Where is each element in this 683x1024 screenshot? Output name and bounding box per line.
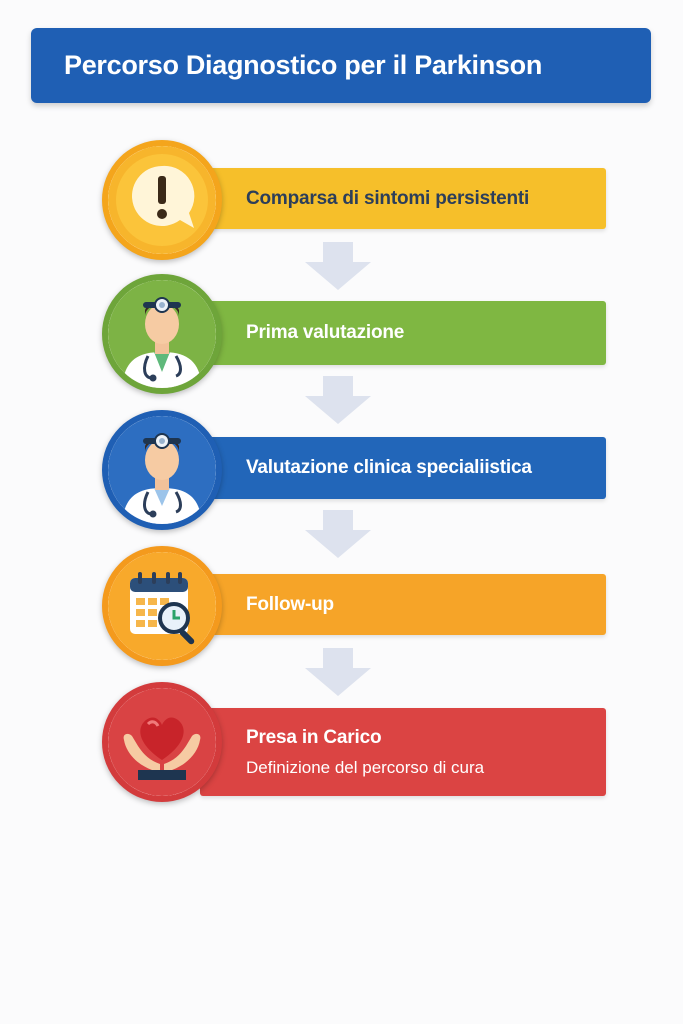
arrow-down-icon	[305, 242, 371, 290]
step-label: Valutazione clinica specialiistica	[246, 457, 532, 478]
specialist-doctor-icon	[108, 416, 216, 524]
step-circle	[102, 682, 222, 802]
step-label: Presa in Carico	[246, 726, 382, 748]
arrow-down-icon	[305, 648, 371, 696]
heart-hands-icon	[108, 688, 216, 796]
step-bar: Comparsa di sintomi persistenti	[200, 168, 606, 229]
step-label: Follow-up	[246, 593, 334, 615]
step-circle	[102, 546, 222, 666]
step-circle	[102, 140, 222, 260]
step-circle	[102, 410, 222, 530]
step-label: Prima valutazione	[246, 322, 405, 343]
step-bar: Valutazione clinica specialiistica	[200, 437, 606, 499]
step-circle	[102, 274, 222, 394]
step-bar: Presa in Carico Definizione del percorso…	[200, 708, 606, 796]
doctor-icon	[108, 280, 216, 388]
step-bar: Follow-up	[200, 574, 606, 635]
page-title: Percorso Diagnostico per il Parkinson	[64, 50, 543, 80]
calendar-magnifier-icon	[108, 552, 216, 660]
warning-speech-bubble-icon	[108, 146, 216, 254]
step-sublabel: Definizione del percorso di cura	[246, 757, 485, 777]
arrow-down-icon	[305, 376, 371, 424]
step-bar: Prima valutazione	[200, 301, 606, 365]
step-label: Comparsa di sintomi persistenti	[246, 187, 530, 209]
title-banner: Percorso Diagnostico per il Parkinson	[31, 28, 651, 103]
arrow-down-icon	[305, 510, 371, 558]
